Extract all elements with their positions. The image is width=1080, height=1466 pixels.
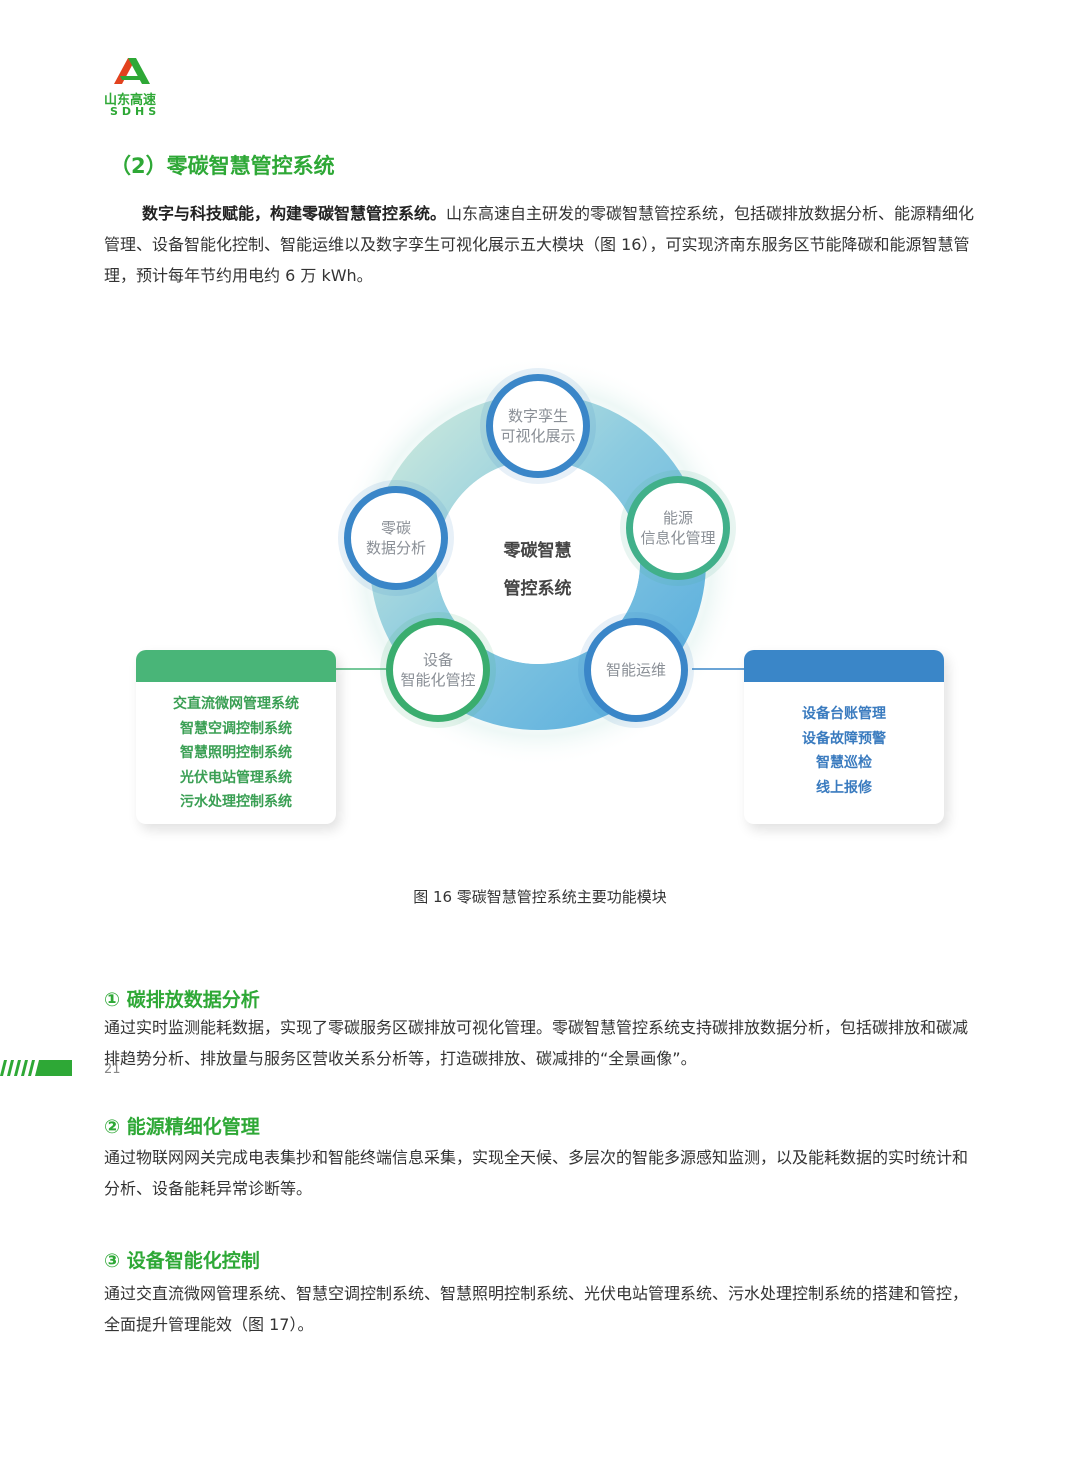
module-label: 智能运维 (605, 661, 666, 679)
module-label: 设备 (422, 651, 453, 669)
module-label: 数字孪生 (507, 407, 568, 425)
list-item: 光伏电站管理系统 (180, 769, 292, 786)
system-center-label: 零碳智慧 管控系统 (480, 532, 595, 608)
page-number: 21 (104, 1062, 121, 1077)
subsection-title-device: ③ 设备智能化控制 (104, 1250, 260, 1272)
subsection-text-carbon: 通过实时监测能耗数据，实现了零碳服务区碳排放可视化管理。零碳智慧管控系统支持碳排… (104, 1018, 969, 1068)
module-smart-ops: 智能运维 (584, 618, 688, 722)
center-line-1: 零碳智慧 (503, 541, 572, 561)
list-item: 设备故障预警 (802, 730, 886, 747)
list-item: 污水处理控制系统 (180, 794, 292, 810)
company-logo: 山东高速 SDHS (98, 56, 178, 120)
smart-ops-list: 设备台账管理 设备故障预警 智慧巡检 线上报修 (744, 682, 944, 800)
list-item: 线上报修 (816, 779, 872, 796)
logo-mark-icon (114, 58, 150, 84)
module-carbon-analysis: 零碳数据分析 (344, 486, 448, 590)
module-device-control: 设备智能化管控 (386, 618, 490, 722)
module-label: 能源 (662, 509, 693, 527)
center-line-2: 管控系统 (503, 579, 572, 599)
box-header (744, 650, 944, 682)
list-item: 智慧巡检 (816, 755, 872, 771)
ring-center (436, 460, 640, 664)
subsection-title-carbon: ① 碳排放数据分析 (104, 989, 260, 1011)
list-item: 智慧照明控制系统 (180, 745, 292, 761)
module-label: 零碳 (380, 519, 411, 537)
subsection-text-energy: 通过物联网网关完成电表集抄和智能终端信息采集，实现全天候、多层次的智能多源感知监… (104, 1148, 969, 1198)
module-label: 可视化展示 (500, 427, 576, 445)
list-item: 设备台账管理 (802, 706, 886, 722)
intro-lead: 数字与科技赋能，构建零碳智慧管控系统。 (142, 204, 447, 223)
smart-ops-box: 设备台账管理 设备故障预警 智慧巡检 线上报修 (744, 650, 944, 824)
intro-paragraph: 数字与科技赋能，构建零碳智慧管控系统。山东高速自主研发的零碳智慧管控系统，包括碳… (104, 198, 980, 291)
footer-stripe-icon (0, 1060, 72, 1076)
list-item: 智慧空调控制系统 (180, 720, 292, 737)
logo-name-en: SDHS (110, 105, 161, 118)
module-label: 数据分析 (365, 539, 426, 557)
subsection-title-energy: ② 能源精细化管理 (104, 1116, 260, 1138)
intro-text: 山东高速自主研发的零碳智慧管控系统，包括碳排放数据分析、能源精细化管理、设备智能… (104, 204, 975, 285)
module-energy-management: 能源信息化管理 (626, 476, 730, 580)
module-label: 信息化管理 (640, 529, 716, 547)
module-label: 智能化管控 (400, 671, 476, 689)
device-control-systems-box: 交直流微网管理系统 智慧空调控制系统 智慧照明控制系统 光伏电站管理系统 污水处… (136, 650, 336, 824)
subsection-text-device: 通过交直流微网管理系统、智慧空调控制系统、智慧照明控制系统、光伏电站管理系统、污… (104, 1284, 969, 1334)
logo-name-cn: 山东高速 (104, 93, 157, 108)
box-header (136, 650, 336, 682)
list-item: 交直流微网管理系统 (173, 696, 299, 712)
section-title: （2）零碳智慧管控系统 (110, 154, 335, 178)
module-digital-twin: 数字孪生可视化展示 (486, 374, 590, 478)
device-control-list: 交直流微网管理系统 智慧空调控制系统 智慧照明控制系统 光伏电站管理系统 污水处… (136, 682, 336, 815)
figure-caption: 图 16 零碳智慧管控系统主要功能模块 (413, 888, 667, 906)
